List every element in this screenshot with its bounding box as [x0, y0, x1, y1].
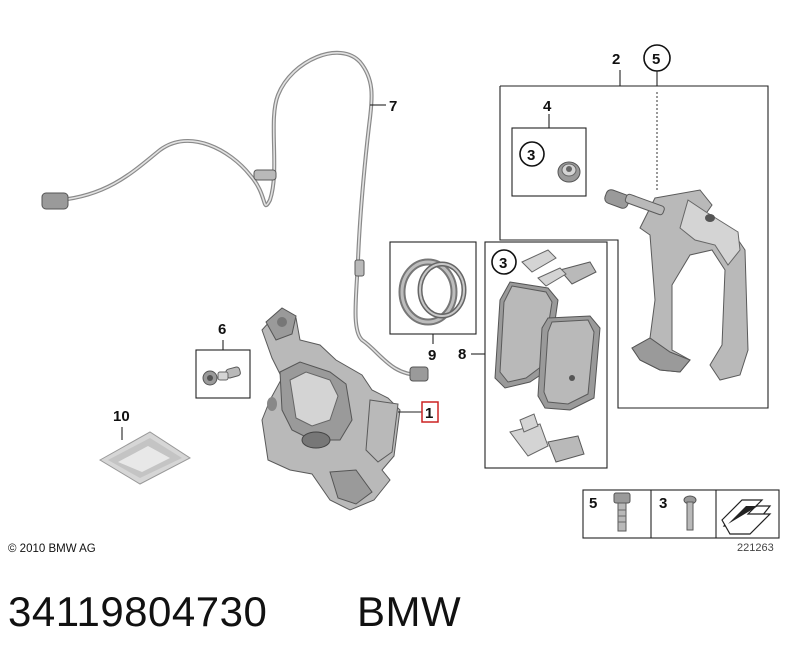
callout-3-circle [519, 141, 545, 167]
copyright-notice: © 2010 BMW AG [8, 543, 96, 555]
legend-5-label: 5 [589, 495, 597, 512]
grease-packet-icon [99, 431, 191, 485]
guide-bushing-icon [557, 161, 581, 183]
bolt-kit-box [195, 349, 251, 399]
callout-3-label: 3 [527, 147, 535, 164]
callout-8-label: 8 [458, 346, 466, 363]
sensor-tip [409, 366, 429, 382]
part-number: 34119804730 [8, 588, 268, 635]
callout-9-label: 9 [428, 347, 436, 364]
callout-1-label: 1 [425, 405, 433, 422]
callout-2-label: 2 [612, 51, 620, 68]
guide-bolt-kit-box [511, 127, 587, 197]
repair-kit-group: 9 [389, 241, 477, 364]
sensor-plug [41, 192, 69, 210]
caliper-highlight-box[interactable] [421, 401, 439, 423]
brake-pad-outer-icon [537, 315, 601, 411]
guide-bolt-kit-group: 4 3 [511, 98, 587, 197]
grease-group: 10 [99, 408, 191, 485]
callout-10-label: 10 [113, 408, 130, 425]
legend-3-label: 3 [659, 495, 667, 512]
callout-7-label: 7 [389, 98, 397, 115]
bolt-pair-icon [202, 366, 241, 386]
brake-caliper[interactable]: 1 [261, 307, 439, 511]
callout-pad-3-circle [491, 249, 517, 275]
legend-box [582, 489, 780, 539]
brake-pad-set-group: 3 8 [458, 241, 608, 469]
brake-pad-set-box [484, 241, 608, 469]
arrow-page-icon [721, 499, 772, 535]
callout-6-label: 6 [218, 321, 226, 338]
pad-clips-bottom-icon [509, 413, 585, 463]
pad-clips-top-icon [521, 249, 597, 287]
brake-wear-sensor[interactable] [41, 50, 429, 382]
diagram-id: 221263 [737, 542, 774, 554]
caliper-carrier-box [499, 85, 769, 409]
guide-bolt-icon [683, 495, 697, 531]
callout-7: 7 [370, 98, 397, 115]
bolt-kit-group: 6 [195, 321, 251, 399]
fastener-legend: 5 3 [582, 489, 780, 539]
sensor-grommet [354, 259, 365, 277]
sensor-clip [253, 169, 277, 181]
caliper-carrier-group: 2 5 [499, 44, 769, 409]
callout-4-label: 4 [543, 98, 552, 115]
piston-seal-ring-icon [398, 258, 467, 326]
callout-pad-3-label: 3 [499, 255, 507, 272]
caliper-carrier-icon [604, 189, 749, 381]
brand-name: BMW [357, 588, 462, 635]
hex-bolt-icon [613, 492, 631, 532]
callout-5-label: 5 [652, 51, 660, 68]
